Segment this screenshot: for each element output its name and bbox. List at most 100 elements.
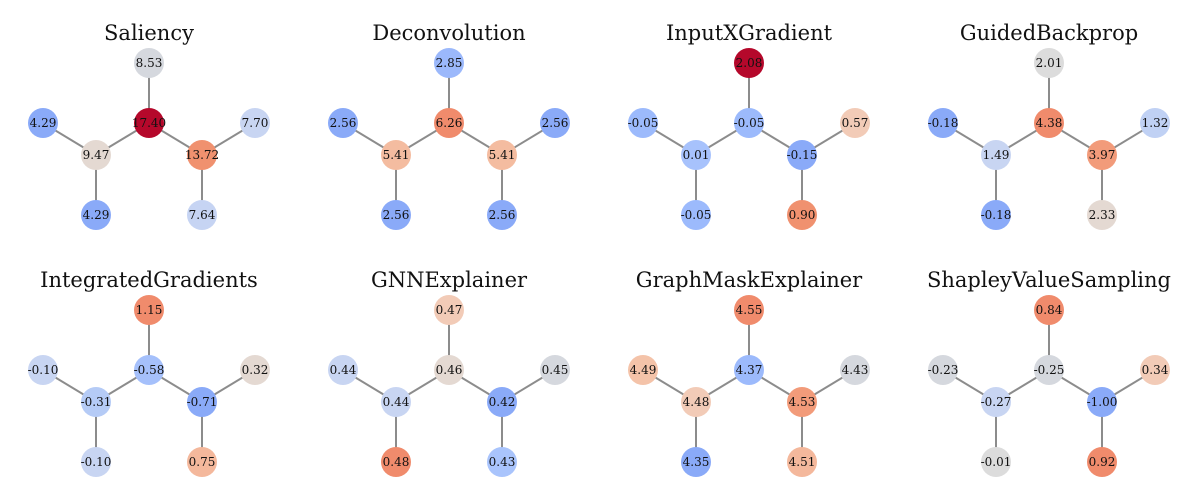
- node-value-label: 0.34: [1142, 363, 1169, 377]
- node-value-label: 0.46: [436, 363, 463, 377]
- graph-node: [487, 387, 517, 417]
- graph-node: [787, 387, 817, 417]
- node-value-label: 0.32: [242, 363, 269, 377]
- node-value-label: 2.85: [436, 56, 463, 70]
- graph-node: [81, 387, 111, 417]
- graph-node: [840, 108, 870, 138]
- node-value-label: -0.27: [981, 395, 1012, 409]
- graph-node: [1034, 108, 1064, 138]
- graph-node: [28, 355, 58, 385]
- graph-node: [1034, 355, 1064, 385]
- graph-node: [381, 140, 411, 170]
- node-value-label: 0.44: [383, 395, 410, 409]
- node-value-label: 2.56: [330, 116, 357, 130]
- graph-panel-2: InputXGradient2.08-0.05-0.050.01-0.150.5…: [628, 21, 870, 230]
- node-value-label: -0.05: [681, 208, 712, 222]
- panel-title: GNNExplainer: [371, 268, 528, 292]
- node-value-label: 7.64: [189, 208, 216, 222]
- graph-node: [981, 200, 1011, 230]
- node-value-label: 2.08: [736, 56, 763, 70]
- graph-node: [134, 295, 164, 325]
- graph-node: [487, 200, 517, 230]
- node-value-label: 13.72: [185, 148, 219, 162]
- graph-node: [328, 355, 358, 385]
- node-value-label: 0.47: [436, 303, 463, 317]
- node-value-label: 0.90: [789, 208, 816, 222]
- node-value-label: 4.35: [683, 455, 710, 469]
- node-value-label: 0.42: [489, 395, 516, 409]
- node-value-label: 4.53: [789, 395, 816, 409]
- graph-node: [681, 387, 711, 417]
- node-value-label: 0.48: [383, 455, 410, 469]
- graph-node: [540, 355, 570, 385]
- graph-node: [628, 108, 658, 138]
- graph-node: [787, 447, 817, 477]
- node-value-label: 4.48: [683, 395, 710, 409]
- node-value-label: 2.33: [1089, 208, 1116, 222]
- node-value-label: 3.97: [1089, 148, 1116, 162]
- node-value-label: -0.18: [981, 208, 1012, 222]
- graph-node: [328, 108, 358, 138]
- graph-node: [134, 48, 164, 78]
- node-value-label: -0.05: [734, 116, 765, 130]
- graph-node: [187, 200, 217, 230]
- node-value-label: 4.51: [789, 455, 816, 469]
- graph-panel-4: IntegratedGradients1.15-0.58-0.10-0.31-0…: [28, 268, 270, 477]
- graph-node: [734, 108, 764, 138]
- node-value-label: -0.23: [928, 363, 959, 377]
- node-value-label: 4.49: [630, 363, 657, 377]
- graph-node: [681, 140, 711, 170]
- graph-node: [134, 108, 164, 138]
- node-value-label: -0.58: [134, 363, 165, 377]
- graph-node: [187, 140, 217, 170]
- panel-title: ShapleyValueSampling: [927, 268, 1171, 292]
- graph-node: [134, 355, 164, 385]
- graph-node: [487, 447, 517, 477]
- graph-node: [434, 108, 464, 138]
- node-value-label: 8.53: [136, 56, 163, 70]
- node-value-label: -0.18: [928, 116, 959, 130]
- node-value-label: 0.57: [842, 116, 869, 130]
- panel-title: IntegratedGradients: [40, 268, 258, 292]
- graph-node: [240, 108, 270, 138]
- graph-node: [928, 355, 958, 385]
- graph-node: [981, 140, 1011, 170]
- node-value-label: 7.70: [242, 116, 269, 130]
- graph-node: [1140, 355, 1170, 385]
- graph-node: [681, 447, 711, 477]
- graph-panel-5: GNNExplainer 0.47 0.46 0.44 0.44 0.42 0.45 0.48…: [328, 268, 570, 477]
- graph-node: [540, 108, 570, 138]
- graph-node: [734, 48, 764, 78]
- panel-title: InputXGradient: [666, 21, 833, 45]
- node-value-label: -0.25: [1034, 363, 1065, 377]
- graph-node: [981, 387, 1011, 417]
- graph-node: [381, 387, 411, 417]
- node-value-label: 1.49: [983, 148, 1010, 162]
- graph-node: [681, 200, 711, 230]
- graph-node: [81, 447, 111, 477]
- graph-node: [434, 48, 464, 78]
- node-value-label: 0.45: [542, 363, 569, 377]
- graph-node: [1087, 140, 1117, 170]
- graph-node: [628, 355, 658, 385]
- node-value-label: 0.75: [189, 455, 216, 469]
- panel-title: GuidedBackprop: [960, 21, 1138, 45]
- node-value-label: -0.05: [628, 116, 659, 130]
- node-value-label: 1.32: [1142, 116, 1169, 130]
- graph-node: [187, 387, 217, 417]
- graph-node: [1034, 295, 1064, 325]
- node-value-label: 17.40: [132, 116, 166, 130]
- graph-node: [787, 200, 817, 230]
- node-value-label: 4.43: [842, 363, 869, 377]
- graph-node: [434, 295, 464, 325]
- graph-node: [1140, 108, 1170, 138]
- node-value-label: 0.44: [330, 363, 357, 377]
- graph-node: [1087, 447, 1117, 477]
- node-value-label: 6.26: [436, 116, 463, 130]
- node-value-label: 0.43: [489, 455, 516, 469]
- graph-node: [734, 355, 764, 385]
- graph-node: [381, 447, 411, 477]
- node-value-label: 9.47: [83, 148, 110, 162]
